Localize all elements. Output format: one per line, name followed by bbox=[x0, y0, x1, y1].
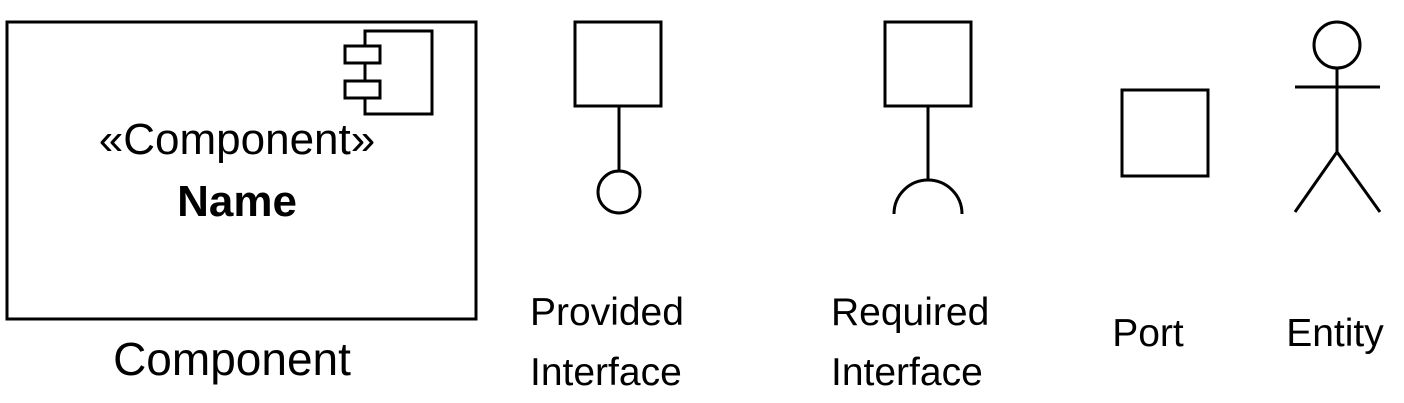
port-symbol bbox=[1120, 88, 1210, 178]
caption-required-line-2: Interface bbox=[831, 351, 983, 394]
component-stereotype-label: «Component» bbox=[98, 115, 376, 164]
caption-provided-interface: Provided Interface bbox=[530, 283, 684, 403]
component-name-label: Name bbox=[177, 177, 297, 226]
caption-required-interface: Required Interface bbox=[831, 283, 989, 403]
caption-port: Port bbox=[1112, 312, 1184, 355]
component-box bbox=[5, 20, 478, 321]
caption-provided-line-2: Interface bbox=[530, 351, 682, 394]
entity-actor-icon bbox=[1293, 20, 1382, 213]
provided-interface-symbol bbox=[573, 20, 663, 215]
caption-component: Component bbox=[113, 333, 351, 385]
component-icon bbox=[343, 29, 434, 116]
caption-provided-line-1: Provided bbox=[530, 291, 684, 334]
required-interface-symbol bbox=[883, 20, 973, 215]
caption-required-line-1: Required bbox=[831, 291, 990, 334]
caption-entity: Entity bbox=[1286, 312, 1384, 355]
